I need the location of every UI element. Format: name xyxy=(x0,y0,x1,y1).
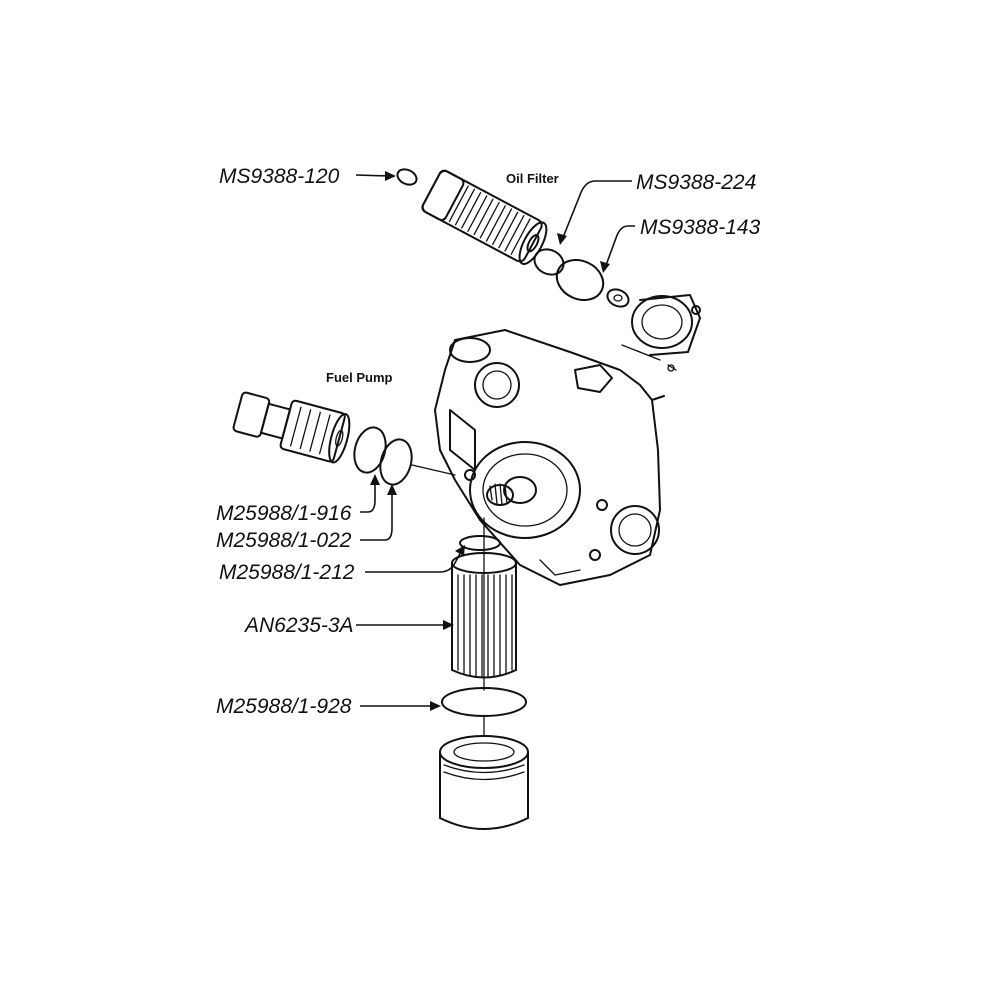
part-label-m25988-022: M25988/1-022 xyxy=(216,529,352,552)
part-label-an6235-3a: AN6235-3A xyxy=(245,614,354,637)
part-label-m25988-928: M25988/1-928 xyxy=(216,695,352,718)
part-label-m25988-916: M25988/1-916 xyxy=(216,502,352,525)
leader-lines xyxy=(355,171,635,711)
lower-filter-stack xyxy=(439,517,529,830)
part-label-ms9388-224: MS9388-224 xyxy=(636,171,757,194)
part-label-ms9388-120: MS9388-120 xyxy=(219,165,340,188)
oil-filter-label: Oil Filter xyxy=(506,171,559,186)
pump-housing xyxy=(434,329,665,586)
oil-filter-assembly xyxy=(396,168,701,372)
part-label-ms9388-143: MS9388-143 xyxy=(640,216,761,239)
fuel-pump-label: Fuel Pump xyxy=(326,370,393,385)
part-label-m25988-212: M25988/1-212 xyxy=(219,561,355,584)
fuel-pump-cartridge xyxy=(232,391,456,486)
